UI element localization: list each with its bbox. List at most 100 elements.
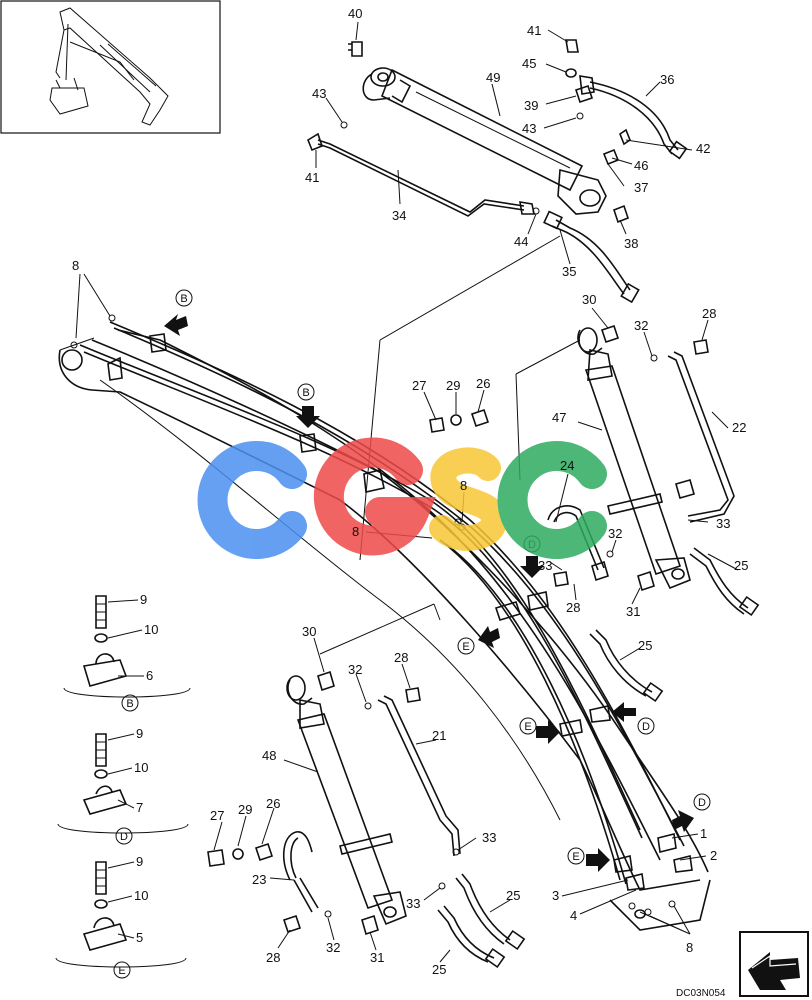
detail-clamp-e [55,861,187,968]
callout-31: 31 [370,950,384,965]
view-arrow-e1 [478,626,500,648]
right-fittings [429,324,709,592]
boom-pipes [79,321,685,885]
callout-33: 33 [538,558,552,573]
hose-35 [543,210,640,304]
callout-23: 23 [252,872,266,887]
callout-8: 8 [352,524,359,539]
orientation-arrow-icon [739,931,809,997]
callout-28: 28 [702,306,716,321]
watermark-s [429,447,508,551]
view-marker-d3: D [698,797,706,809]
callout-9: 9 [140,592,147,607]
callout-39: 39 [524,98,538,113]
pipe-clamps [70,314,693,916]
callout-26: 26 [476,376,490,391]
arm-cylinder-49 [362,67,607,215]
callout-29: 29 [238,802,252,817]
view-arrow-d1 [520,556,544,578]
view-arrows [164,314,694,872]
callout-9: 9 [136,726,143,741]
cylinder-47 [577,327,691,590]
callout-28: 28 [266,950,280,965]
callout-27: 27 [210,808,224,823]
callout-24: 24 [560,458,574,473]
callout-5: 5 [136,930,143,945]
callout-49: 49 [486,70,500,85]
view-arrow-e2 [536,720,560,744]
pipe-24 [547,505,605,571]
callout-26: 26 [266,796,280,811]
callout-8: 8 [686,940,693,955]
callout-40: 40 [348,6,362,21]
callout-9: 9 [136,854,143,869]
watermark-g [313,437,436,556]
callout-29: 29 [446,378,460,393]
callout-37: 37 [634,180,648,195]
callout-27: 27 [412,378,426,393]
callout-48: 48 [262,748,276,763]
view-marker-e3: E [572,851,579,863]
callout-35: 35 [562,264,576,279]
callout-30: 30 [582,292,596,307]
callout-28: 28 [394,650,408,665]
watermark-c2 [497,441,607,559]
callout-33: 33 [406,896,420,911]
callout-41: 41 [305,170,319,185]
view-marker-b2: B [302,387,309,399]
callout-6: 6 [146,668,153,683]
view-marker-d2: D [642,721,650,733]
view-arrow-b1 [164,314,188,336]
hose-36 [579,75,688,160]
callout-28: 28 [566,600,580,615]
pipe-23 [283,831,319,913]
callout-31: 31 [626,604,640,619]
callout-30: 30 [302,624,316,639]
callout-labels: 40 41 45 36 49 43 39 43 41 42 46 37 34 4… [72,6,748,977]
detail-clamp-d [57,733,189,834]
callout-47: 47 [552,410,566,425]
callout-21: 21 [432,728,446,743]
callout-25: 25 [638,638,652,653]
callout-8: 8 [460,478,467,493]
callout-42: 42 [696,141,710,156]
lower-fittings [207,670,460,936]
hose-25-lower [437,873,526,969]
watermark-logo [197,437,607,559]
callout-8: 8 [72,258,79,273]
callout-36: 36 [660,72,674,87]
callout-41: 41 [527,23,541,38]
view-arrow-d2 [612,702,636,722]
callout-25: 25 [506,888,520,903]
view-marker-e1: E [462,641,469,653]
callout-25: 25 [432,962,446,977]
callout-32: 32 [348,662,362,677]
callout-32: 32 [608,526,622,541]
callout-46: 46 [634,158,648,173]
callout-2: 2 [710,848,717,863]
callout-25: 25 [734,558,748,573]
callout-10: 10 [134,760,148,775]
view-marker-b1: B [180,293,187,305]
callout-33: 33 [482,830,496,845]
view-arrow-e3 [586,848,610,872]
view-marker-e2: E [524,721,531,733]
watermark-c1 [197,441,307,559]
view-arrow-b2 [296,406,320,428]
callout-22: 22 [732,420,746,435]
callout-44: 44 [514,234,528,249]
callout-10: 10 [134,888,148,903]
detail-label-d: D [120,831,128,843]
callout-33: 33 [716,516,730,531]
callout-3: 3 [552,888,559,903]
callout-43: 43 [522,121,536,136]
callout-45: 45 [522,56,536,71]
callout-43: 43 [312,86,326,101]
callout-10: 10 [144,622,158,637]
machine-thumbnail [0,0,221,134]
drawing-code: DC03N054 [676,988,726,999]
detail-clamp-b [63,595,191,698]
callout-32: 32 [634,318,648,333]
callout-7: 7 [136,800,143,815]
